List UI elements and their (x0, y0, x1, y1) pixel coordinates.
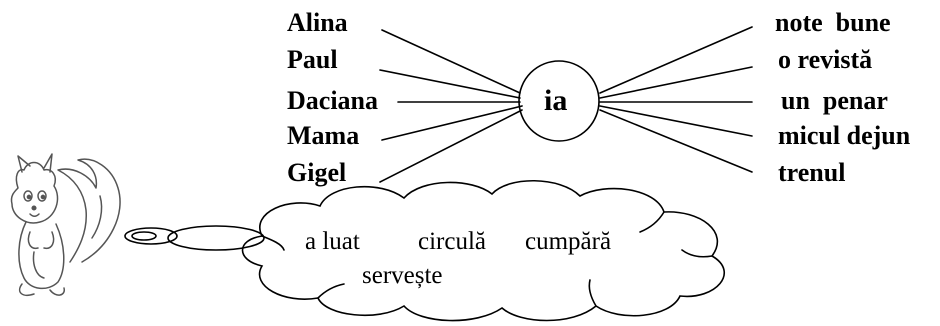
cloud-inner-arc (639, 211, 665, 233)
connector-mama (381, 105, 523, 141)
connector-paul (379, 69, 521, 99)
thought-bubble-tiny (131, 231, 157, 241)
center-circle (518, 60, 600, 142)
connector-note-bune (599, 26, 753, 94)
cloud-word-cumpara: cumpără (525, 228, 612, 255)
subject-alina: Alina (287, 8, 348, 37)
object-o-revista: o revistă (778, 45, 873, 74)
object-un-penar: un penar (781, 86, 888, 115)
object-note-bune: note bune (775, 8, 891, 37)
connector-alina (381, 29, 521, 94)
cloud-inner-arc (261, 235, 285, 251)
connector-gigel (379, 109, 523, 183)
object-micul-dejun: micul dejun (778, 121, 911, 150)
subject-paul: Paul (287, 45, 338, 74)
connector-trenul (599, 109, 753, 173)
thought-bubble-large (167, 225, 265, 251)
subject-mama: Mama (287, 121, 360, 150)
cloud-word-circula: circulă (418, 228, 487, 255)
center-verb-label: ia (544, 84, 568, 117)
thought-cloud-icon (241, 179, 725, 322)
cloud-inner-arc (681, 249, 713, 258)
cloud-inner-arc (317, 283, 345, 299)
subject-daciana: Daciana (287, 86, 378, 115)
squirrel-icon (10, 153, 121, 296)
connector-o-revista (599, 66, 753, 99)
cloud-word-serveste: servește (362, 262, 443, 289)
connector-micul-dejun (599, 105, 753, 137)
cloud-word-a-luat: a luat (305, 228, 360, 255)
thought-bubble-small (124, 227, 178, 245)
cloud-inner-arc (588, 279, 597, 307)
object-trenul: trenul (778, 158, 846, 187)
subject-gigel: Gigel (287, 158, 347, 187)
